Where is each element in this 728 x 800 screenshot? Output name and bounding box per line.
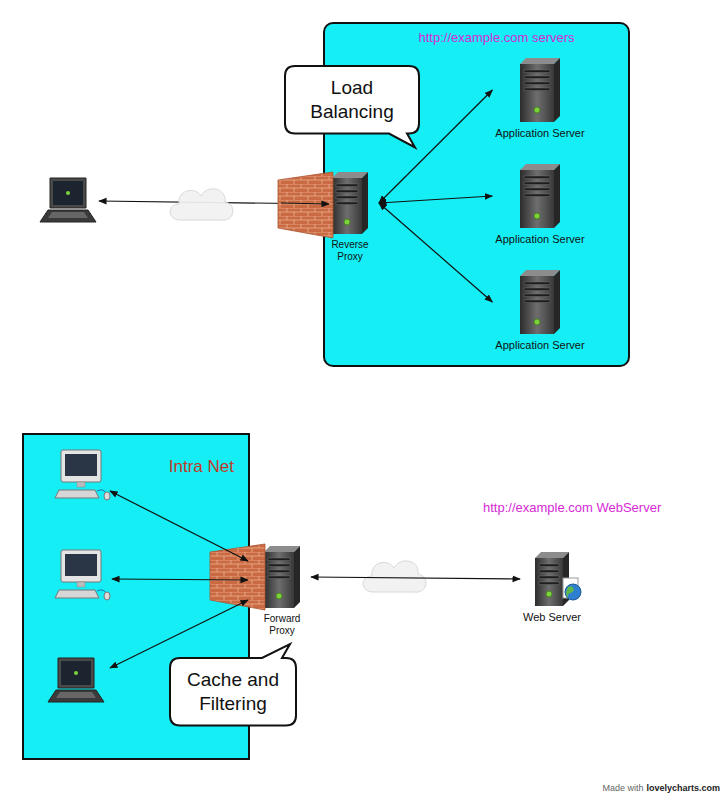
server-icon [264, 546, 300, 608]
cache-filtering-callout: Cache and Filtering [170, 658, 296, 726]
server-label: Application Server [495, 127, 584, 140]
zone-title: http://example.com servers [365, 30, 628, 45]
server-label: Forward Proxy [256, 613, 308, 636]
server-url: http://example.com WebServer [483, 500, 661, 515]
reverse-proxy: Reverse Proxy [324, 172, 376, 262]
server-label: Application Server [495, 233, 584, 246]
application-server: Application Server [495, 58, 584, 140]
laptop-icon [40, 178, 96, 222]
load-balancing-callout: Load Balancing [285, 66, 419, 134]
footer-brand: lovelycharts.com [646, 783, 720, 793]
server-label: Application Server [495, 339, 584, 352]
bidirectional-arrow [311, 577, 520, 579]
web-server: Web Server [523, 552, 581, 624]
client-link [99, 201, 329, 204]
application-server: Application Server [495, 164, 584, 246]
zone-title: Intra Net [24, 457, 234, 477]
server-icon [332, 172, 368, 234]
cloud-icon [170, 189, 233, 220]
cloud-icon [363, 561, 426, 592]
server-label: Web Server [523, 611, 581, 624]
web-server-icon [535, 552, 569, 606]
server-label: Reverse Proxy [324, 239, 376, 262]
footer: Made withlovelycharts.com [599, 783, 720, 793]
callout-text: Load Balancing [295, 76, 409, 124]
application-server: Application Server [495, 270, 584, 352]
server-icon [520, 164, 560, 228]
callout-text: Cache and Filtering [180, 668, 286, 716]
server-icon [520, 270, 560, 334]
callout-bubble [285, 66, 419, 134]
client-link-head [281, 203, 329, 204]
callout-bubble [170, 658, 296, 726]
footer-text: Made with [602, 783, 643, 793]
server-icon [520, 58, 560, 122]
forward-proxy: Forward Proxy [256, 546, 308, 636]
